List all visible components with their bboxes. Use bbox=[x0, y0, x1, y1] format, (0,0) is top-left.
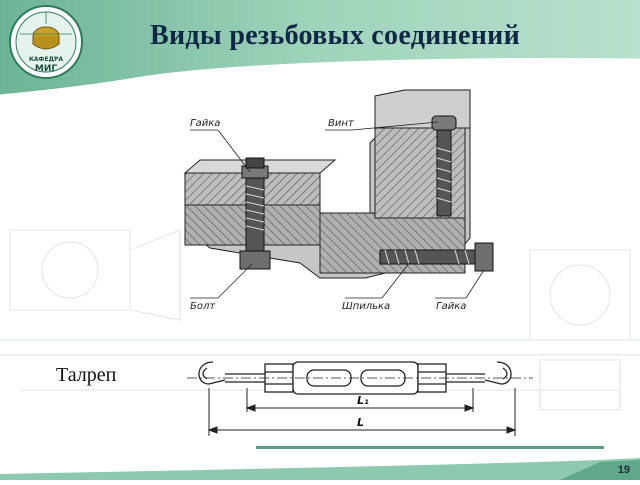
turnbuckle-drawing: L₁ L bbox=[185, 348, 535, 440]
turnbuckle-label: Талреп bbox=[56, 364, 117, 386]
slide-header bbox=[0, 0, 640, 100]
label-screw: Винт bbox=[328, 118, 355, 129]
department-logo: КАФЕДРА МИГ bbox=[8, 4, 84, 80]
background-sketch bbox=[0, 190, 640, 450]
slide-title: Виды резьбовых соединений bbox=[150, 20, 521, 51]
label-stud: Шпилька bbox=[342, 301, 390, 312]
threaded-connections-drawing: Гайка Винт Болт Шпилька Гайка bbox=[170, 88, 510, 318]
dimension-inner-label: L₁ bbox=[357, 394, 369, 407]
dimension-outer-label: L bbox=[357, 416, 364, 429]
footer-band bbox=[0, 456, 640, 480]
svg-text:КАФЕДРА: КАФЕДРА bbox=[29, 56, 63, 63]
accent-divider bbox=[256, 446, 604, 449]
header-wave bbox=[0, 0, 640, 98]
page-number: 19 bbox=[617, 464, 630, 476]
label-nut-top: Гайка bbox=[190, 118, 220, 129]
label-bolt: Болт bbox=[190, 301, 216, 312]
label-nut-bottom: Гайка bbox=[436, 301, 466, 312]
svg-text:МИГ: МИГ bbox=[35, 64, 57, 74]
